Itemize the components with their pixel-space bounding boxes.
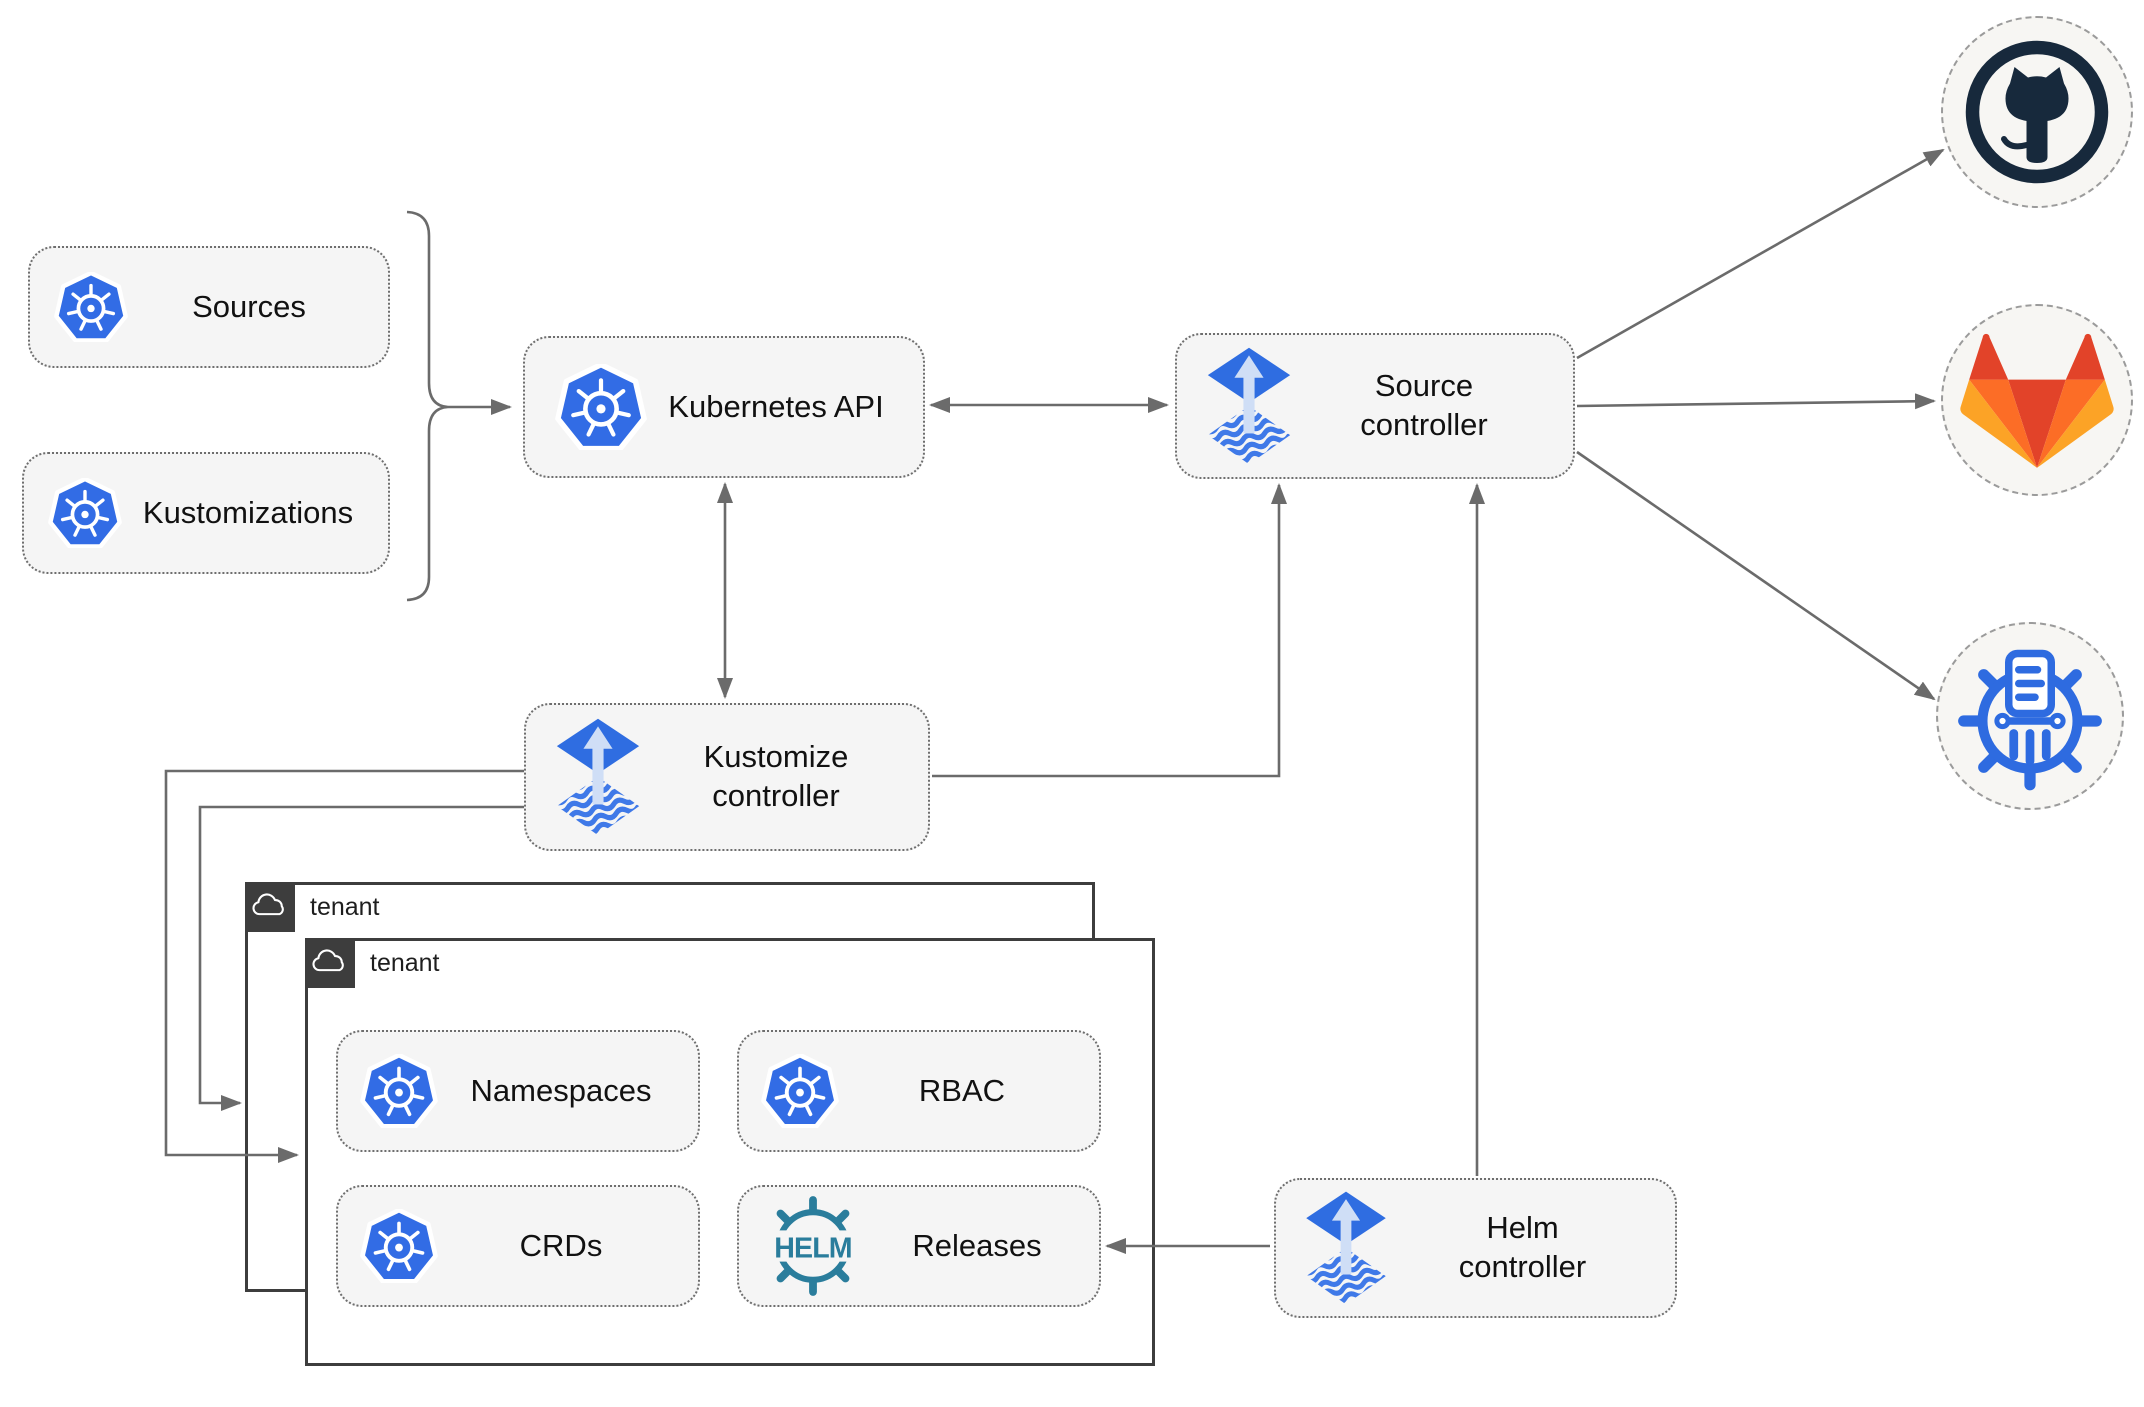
node-label: Helm controller [1458, 1210, 1587, 1284]
kubernetes-icon [761, 1054, 839, 1128]
gitlab-tanuki-icon [1960, 333, 2114, 468]
cloud-icon [245, 882, 295, 932]
node-sources: Sources [28, 246, 390, 368]
node-kubernetes-api: Kubernetes API [523, 336, 925, 478]
github-octocat-icon [1962, 37, 2112, 187]
edge-sourcectrl-chartmuseum [1576, 450, 1936, 701]
node-namespaces: Namespaces [336, 1030, 700, 1152]
node-label: RBAC [918, 1072, 1006, 1108]
node-helm-controller: Helm controller [1274, 1178, 1677, 1318]
edge-sourcectrl-github [1576, 148, 1945, 360]
node-label: CRDs [519, 1227, 603, 1263]
flux-icon [554, 717, 642, 837]
node-label: Kustomize controller [703, 739, 849, 813]
endpoint-chartmuseum [1936, 622, 2124, 810]
flux-icon [1205, 346, 1293, 466]
cloud-icon [305, 938, 355, 988]
node-label: Source controller [1360, 368, 1488, 442]
endpoint-github [1941, 16, 2133, 208]
node-label: Sources [192, 288, 306, 324]
node-source-controller: Source controller [1175, 333, 1575, 479]
helm-icon: HELM [761, 1194, 865, 1298]
kubernetes-icon [48, 478, 122, 548]
node-rbac: RBAC [737, 1030, 1101, 1152]
endpoint-gitlab [1941, 304, 2133, 496]
edge-sourcectrl-gitlab [1576, 393, 1936, 410]
brace-sources-group [406, 210, 449, 602]
node-label: Kustomizations [142, 494, 354, 530]
kubernetes-icon [555, 364, 647, 450]
node-crds: CRDs [336, 1185, 700, 1307]
kubernetes-icon [360, 1054, 438, 1128]
node-label: Kubernetes API [668, 388, 884, 424]
edge-kustomizectrl-sourcectrl [932, 483, 1287, 778]
helm-wordmark: HELM [774, 1232, 852, 1264]
chartmuseum-wheel-icon [1955, 641, 2105, 791]
node-label: Releases [912, 1227, 1042, 1263]
node-kustomize-controller: Kustomize controller [524, 703, 930, 851]
tenant-label: tenant [310, 892, 380, 921]
tenant-label: tenant [370, 948, 440, 977]
node-kustomizations: Kustomizations [22, 452, 390, 574]
kubernetes-icon [54, 272, 128, 342]
kubernetes-icon [360, 1209, 438, 1283]
flux-icon [1304, 1190, 1388, 1306]
node-releases: HELM Releases [737, 1185, 1101, 1307]
node-label: Namespaces [470, 1072, 652, 1108]
